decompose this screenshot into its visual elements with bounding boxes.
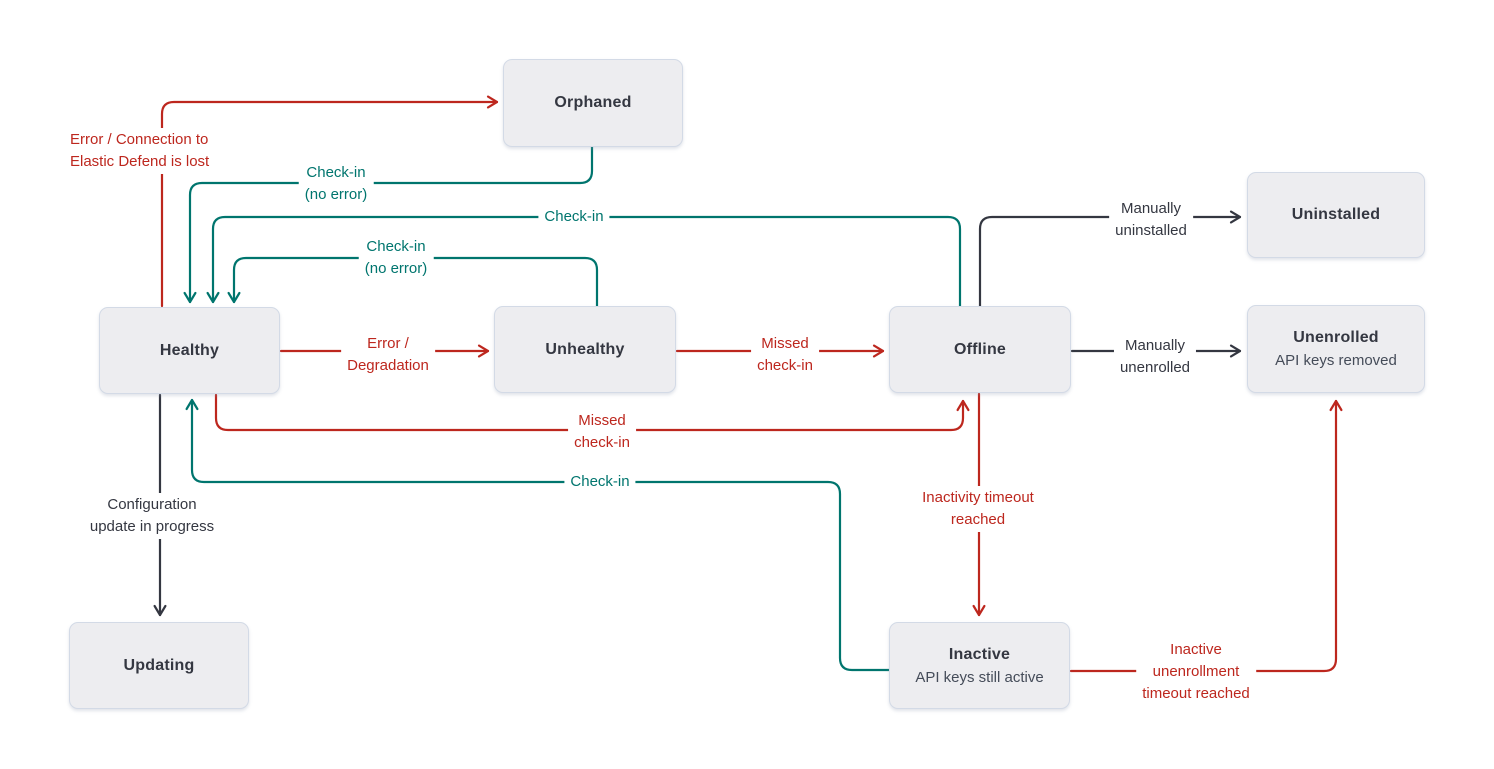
- node-unenrolled-title: Unenrolled: [1293, 329, 1379, 346]
- node-uninstalled-title: Uninstalled: [1291, 206, 1381, 223]
- edge-label-line: Inactivity timeout: [922, 489, 1034, 506]
- edge-label-inactivity-timeout: Inactivity timeout reached: [916, 486, 1040, 532]
- node-unhealthy-title: Unhealthy: [545, 340, 625, 358]
- node-unenrolled-subtitle: API keys removed: [1275, 352, 1397, 369]
- edge-orphaned-to-healthy: [183, 145, 594, 304]
- edge-label-line: update in progress: [89, 518, 215, 535]
- edge-inactive-to-healthy: [185, 398, 891, 672]
- edge-label-line: Manually: [1120, 200, 1182, 217]
- edge-label-line: Missed: [761, 335, 809, 352]
- edge-label-line: Error /: [367, 335, 409, 352]
- edge-label-line: Check-in: [306, 164, 366, 181]
- edge-label-checkin-offline: Check-in: [538, 205, 610, 229]
- node-orphaned-title: Orphaned: [554, 94, 632, 111]
- edge-label-line: unenrollment: [1152, 663, 1240, 680]
- edge-healthy-to-orphaned: [160, 95, 499, 308]
- node-updating: Updating: [69, 622, 249, 709]
- node-unenrolled: Unenrolled API keys removed: [1247, 305, 1425, 393]
- edge-label-error-degradation: Error / Degradation: [341, 332, 435, 378]
- node-inactive: Inactive API keys still active: [889, 622, 1070, 709]
- node-offline-title: Offline: [953, 340, 1007, 358]
- edge-label-line: check-in: [757, 357, 813, 374]
- edge-label-inactive-unenrollment-timeout: Inactive unenrollment timeout reached: [1136, 638, 1256, 706]
- edge-label-missed-checkin-unhealthy: Missed check-in: [751, 332, 819, 378]
- edge-label-line: Missed: [578, 412, 626, 429]
- edge-label-line: reached: [950, 511, 1006, 528]
- edge-label-line: Inactive: [1170, 641, 1222, 658]
- edge-label-manually-unenrolled: Manually unenrolled: [1113, 334, 1197, 380]
- edge-label-checkin-inactive: Check-in: [564, 470, 636, 494]
- edge-label-configuration-update: Configuration update in progress: [83, 493, 221, 539]
- edge-label-line: Check-in: [570, 473, 630, 490]
- node-orphaned: Orphaned: [503, 59, 683, 147]
- edge-label-line: Manually: [1124, 337, 1186, 354]
- edge-offline-to-uninstalled: [978, 210, 1242, 308]
- edge-label-line: Configuration: [107, 496, 197, 513]
- node-unhealthy: Unhealthy: [494, 306, 676, 393]
- node-healthy: Healthy: [99, 307, 280, 394]
- edge-label-line: Error / Connection to: [70, 131, 209, 148]
- edge-label-line: unenrolled: [1119, 359, 1191, 376]
- edge-label-line: (no error): [364, 260, 428, 277]
- edge-label-manually-uninstalled: Manually uninstalled: [1109, 197, 1193, 243]
- edge-label-missed-checkin-healthy: Missed check-in: [568, 409, 636, 455]
- edge-label-line: (no error): [304, 186, 368, 203]
- edge-label-checkin-no-error-orphaned: Check-in (no error): [298, 161, 374, 207]
- edge-label-line: check-in: [574, 434, 630, 451]
- edge-label-line: timeout reached: [1142, 685, 1250, 702]
- edge-label-line: Degradation: [347, 357, 429, 374]
- node-inactive-title: Inactive: [948, 645, 1011, 663]
- node-offline: Offline: [889, 306, 1071, 393]
- edge-label-line: uninstalled: [1115, 222, 1187, 239]
- edge-inactive-to-unenrolled: [1069, 399, 1343, 673]
- edge-label-checkin-no-error-unhealthy: Check-in (no error): [358, 235, 434, 281]
- edge-label-error-connection-lost: Error / Connection to Elastic Defend is …: [64, 128, 216, 174]
- node-uninstalled: Uninstalled: [1247, 172, 1425, 258]
- edge-label-line: Check-in: [366, 238, 426, 255]
- node-inactive-subtitle: API keys still active: [915, 668, 1044, 686]
- node-healthy-title: Healthy: [159, 341, 220, 359]
- edge-label-line: Check-in: [544, 208, 604, 225]
- edge-label-line: Elastic Defend is lost: [70, 153, 210, 170]
- edge-offline-to-healthy: [206, 215, 962, 308]
- node-updating-title: Updating: [123, 656, 195, 674]
